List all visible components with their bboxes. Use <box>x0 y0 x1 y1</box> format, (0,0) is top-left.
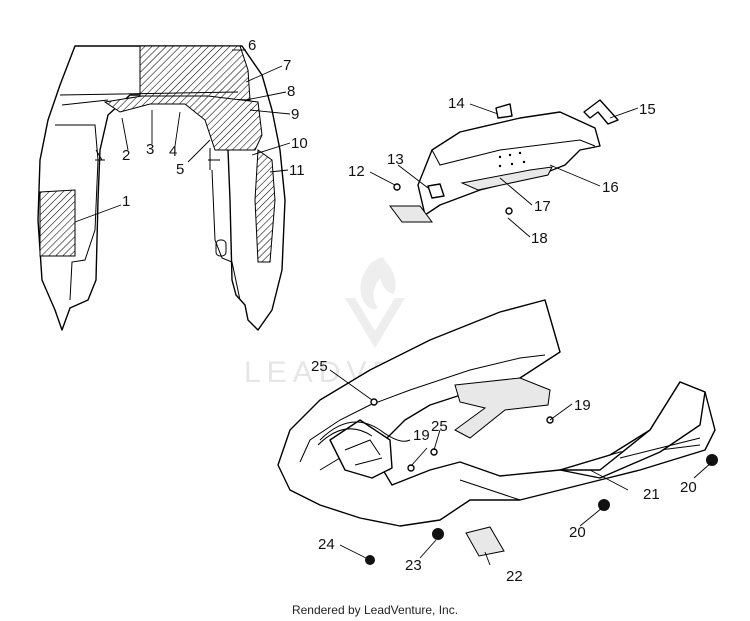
callout-24: 24 <box>318 536 335 553</box>
belly-pan-inner-rim <box>299 354 546 463</box>
callout-15: 15 <box>639 101 656 118</box>
callout-14: 14 <box>448 95 465 112</box>
console-dots <box>498 151 526 168</box>
hood-side-insulation-left <box>39 189 76 257</box>
grommet-20-a <box>598 499 610 511</box>
console-bracket-12 <box>389 205 433 223</box>
right-arm-edge <box>619 437 701 459</box>
center-tunnel <box>454 377 551 439</box>
hood-rear-insulation <box>103 95 263 151</box>
callout-9: 9 <box>291 106 299 123</box>
callout-8: 8 <box>287 83 295 100</box>
fastener-25-a <box>370 398 378 406</box>
callout-5: 5 <box>176 161 184 178</box>
callout-6: 6 <box>248 37 256 54</box>
callout-16: 16 <box>602 179 619 196</box>
fastener-19-a <box>407 464 415 472</box>
grommet-23 <box>432 528 444 540</box>
console-panel <box>417 111 601 216</box>
left-bracket-detail <box>344 439 383 466</box>
leader-lines <box>74 49 713 566</box>
callout-7: 7 <box>283 57 291 74</box>
console-assembly <box>389 99 619 223</box>
callout-19-a: 19 <box>413 427 430 444</box>
callout-25-a: 25 <box>311 358 328 375</box>
callout-13: 13 <box>387 151 404 168</box>
callout-25-b: 25 <box>431 418 448 435</box>
callout-1: 1 <box>122 193 130 210</box>
callout-23: 23 <box>405 557 422 574</box>
spring-clip-15 <box>583 99 619 125</box>
footer-credit: Rendered by LeadVenture, Inc. <box>291 603 459 617</box>
screw-12 <box>393 183 401 191</box>
grommet-24 <box>365 555 375 565</box>
hood-top-insulation <box>139 45 251 101</box>
console-decal <box>460 166 553 191</box>
plate-22 <box>465 526 505 557</box>
callout-18: 18 <box>531 230 548 247</box>
harness-wires <box>317 421 411 446</box>
callout-11: 11 <box>289 162 305 179</box>
right-arm <box>559 381 706 479</box>
callout-20-b: 20 <box>569 524 586 541</box>
callout-12: 12 <box>348 163 365 180</box>
console-clip-14 <box>495 103 513 119</box>
hood-slot <box>215 239 227 257</box>
hood-right-inner-edge <box>211 169 241 301</box>
callout-19-b: 19 <box>574 397 591 414</box>
callout-17: 17 <box>534 198 551 215</box>
callout-4: 4 <box>169 143 177 160</box>
left-bracket <box>329 419 393 479</box>
hood-inner-line <box>59 91 239 170</box>
belly-pan-assembly <box>277 299 718 565</box>
callout-21: 21 <box>643 486 660 503</box>
callout-10: 10 <box>291 135 308 152</box>
hood-left-inner-edge <box>55 124 99 301</box>
screw-18 <box>505 207 513 215</box>
callout-labels: 1 2 3 4 5 6 7 8 9 10 11 12 13 14 15 16 1… <box>122 37 697 585</box>
hood-side-insulation-right <box>254 149 276 263</box>
hood-assembly <box>37 45 286 331</box>
callout-20-a: 20 <box>680 479 697 496</box>
callout-22: 22 <box>506 568 523 585</box>
console-panel-ridge <box>431 139 596 166</box>
callout-3: 3 <box>146 141 154 158</box>
grommet-20-b <box>706 454 718 466</box>
console-label <box>427 183 445 199</box>
callout-2: 2 <box>122 147 130 164</box>
